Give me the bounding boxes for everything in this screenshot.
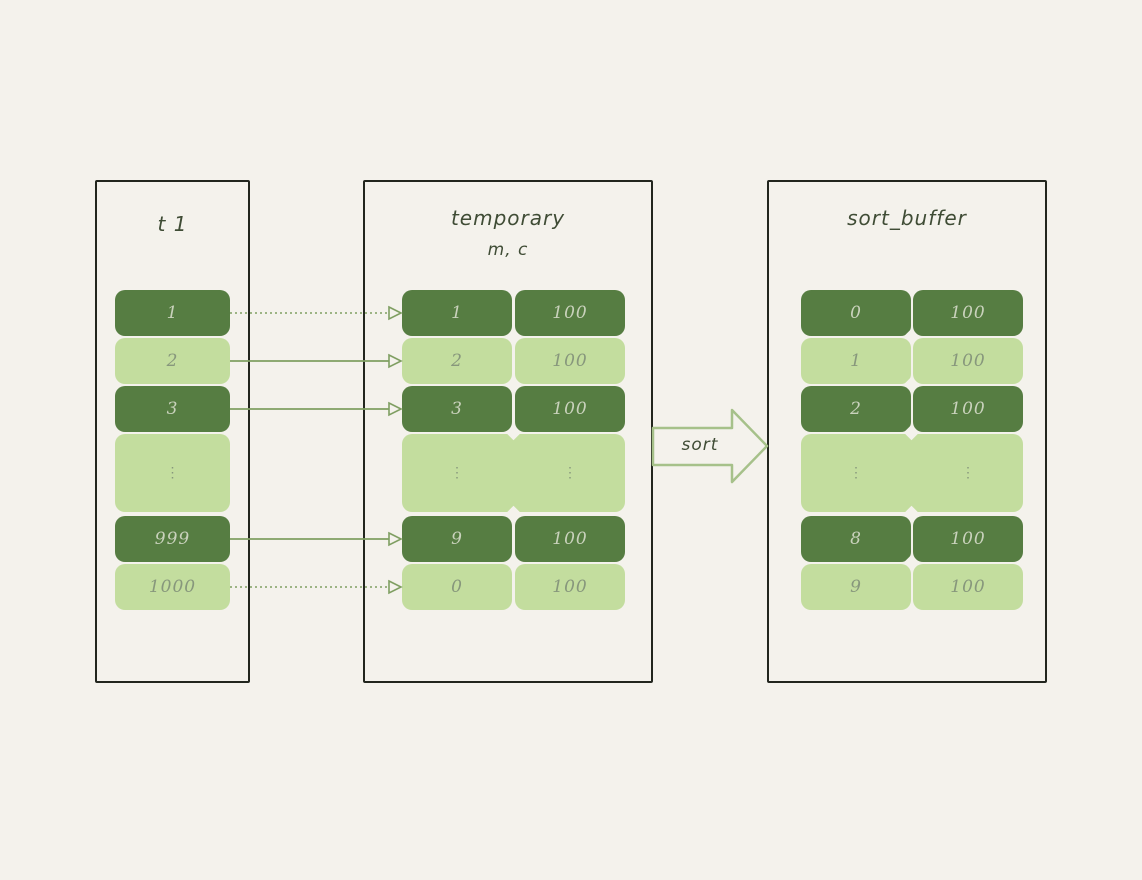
temporary-row2-m: 2 (402, 338, 512, 384)
temporary-row1-c: 100 (515, 290, 625, 336)
temporary-title: temporary (450, 206, 566, 230)
temporary-row3-m: 3 (402, 386, 512, 432)
temporary-ellipsis-m: ⋮ (450, 465, 464, 481)
sort-buffer-row1-m: 0 (801, 290, 911, 336)
sort-buffer-title: sort_buffer (847, 206, 967, 230)
sort-buffer-row2-m: 1 (801, 338, 911, 384)
t1-cell-3: 3 (115, 386, 230, 432)
sort-buffer-row6-m: 9 (801, 564, 911, 610)
t1-cell-999: 999 (115, 516, 230, 562)
sort-buffer-ellipsis-c: ⋮ (961, 465, 975, 481)
t1-cell-2: 2 (115, 338, 230, 384)
sort-buffer-row2-c: 100 (913, 338, 1023, 384)
sort-buffer-row3-m: 2 (801, 386, 911, 432)
sort-buffer-row3-c: 100 (913, 386, 1023, 432)
temporary-row2-c: 100 (515, 338, 625, 384)
temporary-row6-m: 0 (402, 564, 512, 610)
sort-buffer-ellipsis-m: ⋮ (849, 465, 863, 481)
t1-cell-1000: 1000 (115, 564, 230, 610)
temporary-row5-c: 100 (515, 516, 625, 562)
temporary-row6-c: 100 (515, 564, 625, 610)
temporary-ellipsis-c: ⋮ (563, 465, 577, 481)
sort-buffer-row5-c: 100 (913, 516, 1023, 562)
table-box-temporary: temporary m, c 1 100 2 100 3 100 ⋮ ⋮ 9 1… (363, 180, 653, 683)
table-box-t1: t 1 1 2 3 ⋮ 999 1000 (95, 180, 250, 683)
sort-buffer-row1-c: 100 (913, 290, 1023, 336)
t1-cell-1: 1 (115, 290, 230, 336)
sort-buffer-row5-m: 8 (801, 516, 911, 562)
temporary-row5-m: 9 (402, 516, 512, 562)
table-box-sort-buffer: sort_buffer 0 100 1 100 2 100 ⋮ ⋮ 8 100 … (767, 180, 1047, 683)
t1-title: t 1 (157, 212, 188, 236)
temporary-subtitle: m, c (487, 240, 529, 260)
temporary-row3-c: 100 (515, 386, 625, 432)
sort-buffer-row6-c: 100 (913, 564, 1023, 610)
temporary-row1-m: 1 (402, 290, 512, 336)
t1-cell-ellipsis: ⋮ (115, 434, 230, 512)
temporary-row-ellipsis: ⋮ ⋮ (402, 434, 625, 512)
sort-arrow-label: sort (681, 435, 719, 455)
sort-buffer-row-ellipsis: ⋮ ⋮ (801, 434, 1023, 512)
